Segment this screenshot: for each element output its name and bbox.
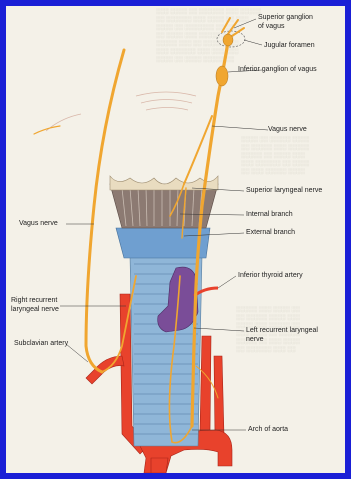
label-subclavian-artery: Subclavian artery [14,340,68,348]
label-superior-ganglion: Superior ganglion [258,14,313,22]
label-inferior-thyroid-artery: Inferior thyroid artery [238,272,303,280]
label-superior-laryngeal-nerve: Superior laryngeal nerve [246,187,322,195]
inferior-ganglion [216,66,228,86]
superior-ganglion [223,34,233,46]
label-inferior-ganglion: Inferior ganglion of vagus [238,66,317,74]
label-vagus-nerve-right: Vagus nerve [268,126,307,134]
skull-base-sketch [46,92,196,131]
label-external-branch: External branch [246,229,295,237]
label-right-recurrent-2: laryngeal nerve [11,306,59,314]
label-left-recurrent: Left recurrent laryngeal [246,327,318,335]
label-arch-of-aorta: Arch of aorta [248,426,288,434]
vagus-upper-branches [222,18,244,36]
label-internal-branch: Internal branch [246,211,293,219]
label-of-vagus: of vagus [258,23,284,31]
descending-aorta [151,458,168,473]
left-subclavian-artery [214,356,224,436]
left-common-carotid [200,336,211,431]
label-right-recurrent: Right recurrent [11,297,57,305]
vagus-anatomy-diagram [6,6,345,473]
label-left-recurrent-2: nerve [246,336,264,344]
hyoid-crown [110,176,218,190]
label-vagus-nerve-left: Vagus nerve [19,220,58,228]
cricoid-cartilage [116,228,210,258]
textbook-page: ░░░ ░░░░ ░░ ░░░░░░ ░░░ ░░░░░░░ ░░░░░░ ░░… [6,6,345,473]
label-jugular-foramen: Jugular foramen [264,42,315,50]
